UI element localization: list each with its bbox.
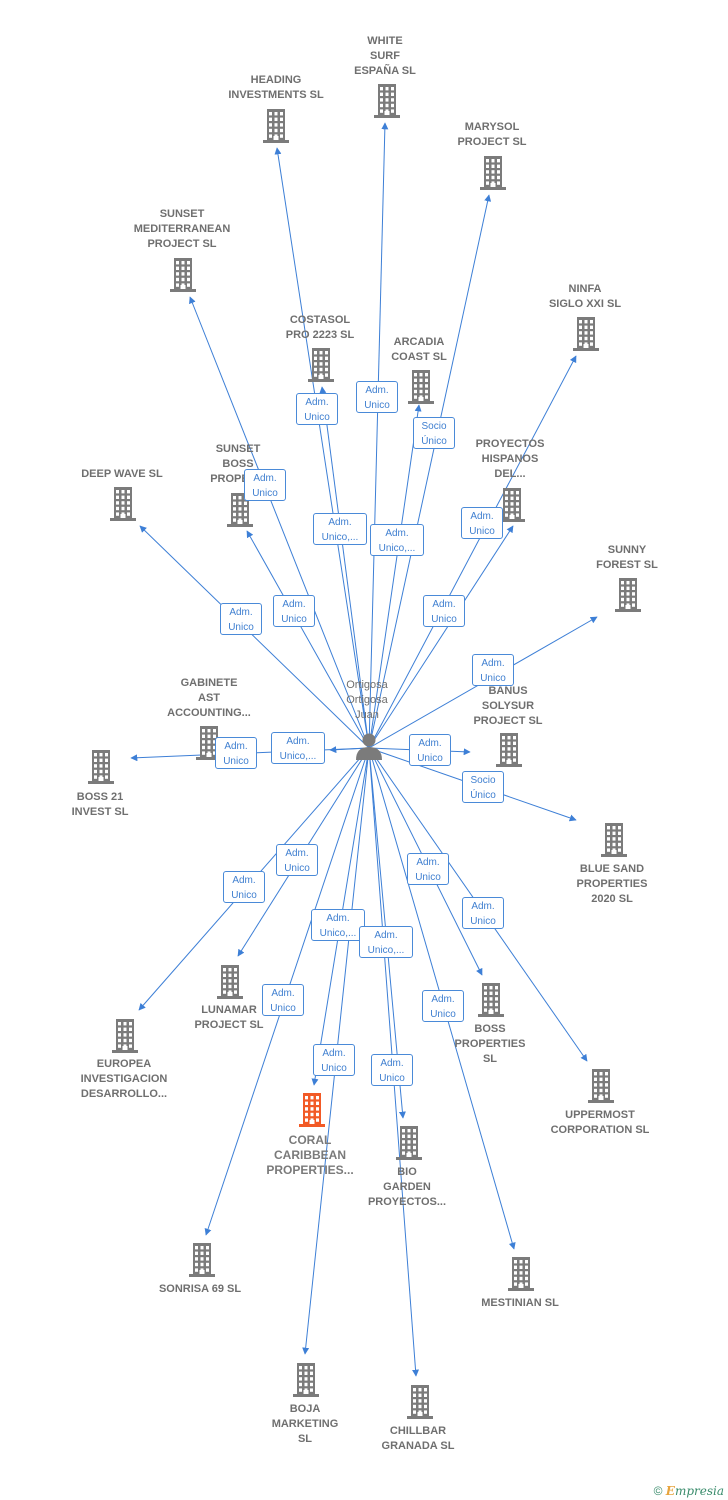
building-icon-proyectos[interactable]	[499, 488, 525, 522]
edge-label-chillbar[interactable]: Adm. Unico	[371, 1054, 413, 1086]
company-label-gabinete[interactable]: GABINETE AST ACCOUNTING...	[167, 677, 251, 719]
company-label-proyectos[interactable]: PROYECTOS HISPANOS DEL...	[475, 438, 545, 480]
company-label-uppermost[interactable]: UPPERMOST CORPORATION SL	[550, 1109, 650, 1136]
company-label-bluesand[interactable]: BLUE SAND PROPERTIES 2020 SL	[576, 863, 648, 905]
edge-label-bossprop[interactable]: Adm. Unico	[407, 853, 449, 885]
person-name-label[interactable]: Ortigosa Ortigosa Juan	[346, 679, 388, 721]
company-label-boja[interactable]: BOJA MARKETING SL	[271, 1403, 339, 1445]
edge-label-sonrisa[interactable]: Adm. Unico	[262, 984, 304, 1016]
company-label-arcadia[interactable]: ARCADIA COAST SL	[391, 336, 447, 363]
edge-sunsetboss	[246, 530, 370, 749]
building-icon-mestinian[interactable]	[508, 1257, 534, 1291]
company-label-banus[interactable]: BANUS SOLYSUR PROJECT SL	[473, 685, 543, 727]
edge-costasol	[319, 386, 370, 749]
edge-label-boja[interactable]: Adm. Unico	[313, 1044, 355, 1076]
building-icon-lunamar[interactable]	[217, 965, 243, 999]
building-icon-ninfa[interactable]	[573, 317, 599, 351]
company-label-sunsetboss[interactable]: SUNSET BOSS PROPER...	[210, 443, 266, 485]
edge-label-ninfa[interactable]: Adm. Unico	[461, 507, 503, 539]
building-icon-coral[interactable]	[299, 1093, 325, 1127]
company-label-marysol[interactable]: MARYSOL PROJECT SL	[457, 121, 527, 148]
building-icon-deepwave[interactable]	[110, 487, 136, 521]
edge-label-marysol[interactable]: Adm. Unico,...	[370, 524, 424, 556]
building-icon-chillbar[interactable]	[407, 1385, 433, 1419]
building-icon-whitesurf[interactable]	[374, 84, 400, 118]
edge-label-uppermost[interactable]: Adm. Unico	[462, 897, 504, 929]
edge-label-boss21[interactable]: Adm. Unico	[215, 737, 257, 769]
building-icon-sunnyforest[interactable]	[615, 578, 641, 612]
building-icon-bossprop[interactable]	[478, 983, 504, 1017]
brand-name: mpresia	[674, 1484, 724, 1498]
building-icon-sunsetmed[interactable]	[170, 258, 196, 292]
edge-marysol	[368, 194, 492, 749]
building-icon-arcadia[interactable]	[408, 370, 434, 404]
company-label-biogarden[interactable]: BIO GARDEN PROYECTOS...	[367, 1166, 447, 1208]
company-label-mestinian[interactable]: MESTINIAN SL	[481, 1297, 559, 1309]
edge-ninfa	[368, 355, 577, 749]
company-label-deepwave[interactable]: DEEP WAVE SL	[81, 468, 163, 480]
brand-initial: E	[665, 1484, 675, 1498]
building-icon-marysol[interactable]	[480, 156, 506, 190]
building-icon-banus[interactable]	[496, 733, 522, 767]
edge-sunsetmed	[189, 296, 370, 749]
company-label-sunsetmed[interactable]: SUNSET MEDITERRANEAN PROJECT SL	[133, 208, 231, 250]
building-icon-costasol[interactable]	[308, 348, 334, 382]
building-icon-boss21[interactable]	[88, 750, 114, 784]
edge-deepwave	[139, 525, 370, 749]
company-label-chillbar[interactable]: CHILLBAR GRANADA SL	[381, 1425, 455, 1452]
company-label-bossprop[interactable]: BOSS PROPERTIES SL	[454, 1023, 526, 1065]
building-icon-biogarden[interactable]	[396, 1126, 422, 1160]
building-icon-sonrisa[interactable]	[189, 1243, 215, 1277]
edge-label-sunsetmed[interactable]: Adm. Unico	[244, 469, 286, 501]
company-label-europea[interactable]: EUROPEA INVESTIGACION DESARROLLO...	[80, 1058, 168, 1100]
edge-label-arcadia[interactable]: Socio Único	[413, 417, 455, 449]
edge-label-biogarden[interactable]: Adm. Unico,...	[359, 926, 413, 958]
company-label-boss21[interactable]: BOSS 21 INVEST SL	[71, 791, 129, 818]
building-icon-gabinete[interactable]	[196, 726, 222, 760]
edge-label-sunnyforest[interactable]: Adm. Unico	[472, 654, 514, 686]
company-label-ninfa[interactable]: NINFA SIGLO XXI SL	[548, 283, 622, 310]
footer-brand: © Empresia	[654, 1484, 724, 1498]
person-icon[interactable]	[356, 733, 382, 761]
company-label-sonrisa[interactable]: SONRISA 69 SL	[158, 1283, 242, 1295]
edge-label-sunsetboss[interactable]: Adm. Unico	[273, 595, 315, 627]
company-label-costasol[interactable]: COSTASOL PRO 2223 SL	[285, 314, 355, 341]
building-icon-europea[interactable]	[112, 1019, 138, 1053]
company-label-coral[interactable]: CORAL CARIBBEAN PROPERTIES...	[266, 1133, 354, 1177]
brand-logo: Empresia	[666, 1484, 724, 1498]
copyright-symbol: ©	[653, 1484, 663, 1498]
company-label-sunnyforest[interactable]: SUNNY FOREST SL	[596, 544, 658, 571]
building-icon-boja[interactable]	[293, 1363, 319, 1397]
edge-label-europea[interactable]: Adm. Unico	[223, 871, 265, 903]
edge-whitesurf	[368, 122, 389, 749]
edge-label-costasol[interactable]: Adm. Unico,...	[313, 513, 367, 545]
building-icon-heading[interactable]	[263, 109, 289, 143]
edge-label-proyectos[interactable]: Adm. Unico	[423, 595, 465, 627]
nodes-layer	[88, 84, 641, 1419]
company-label-lunamar[interactable]: LUNAMAR PROJECT SL	[194, 1004, 264, 1031]
edge-label-bluesand[interactable]: Socio Único	[462, 771, 504, 803]
edge-label-gabinete[interactable]: Adm. Unico,...	[271, 732, 325, 764]
edge-label-deepwave[interactable]: Adm. Unico	[220, 603, 262, 635]
edge-label-coral[interactable]: Adm. Unico,...	[311, 909, 365, 941]
edge-arcadia	[368, 404, 422, 749]
building-icon-uppermost[interactable]	[588, 1069, 614, 1103]
company-label-heading[interactable]: HEADING INVESTMENTS SL	[228, 74, 324, 101]
edge-label-whitesurf[interactable]: Adm. Unico	[356, 381, 398, 413]
edge-label-mestinian[interactable]: Adm. Unico	[422, 990, 464, 1022]
edge-label-lunamar[interactable]: Adm. Unico	[276, 844, 318, 876]
edge-label-banus[interactable]: Adm. Unico	[409, 734, 451, 766]
edge-label-heading[interactable]: Adm. Unico	[296, 393, 338, 425]
company-label-whitesurf[interactable]: WHITE SURF ESPAÑA SL	[354, 35, 416, 77]
edge-proyectos	[368, 525, 514, 749]
edge-heading	[274, 147, 370, 749]
building-icon-bluesand[interactable]	[601, 823, 627, 857]
